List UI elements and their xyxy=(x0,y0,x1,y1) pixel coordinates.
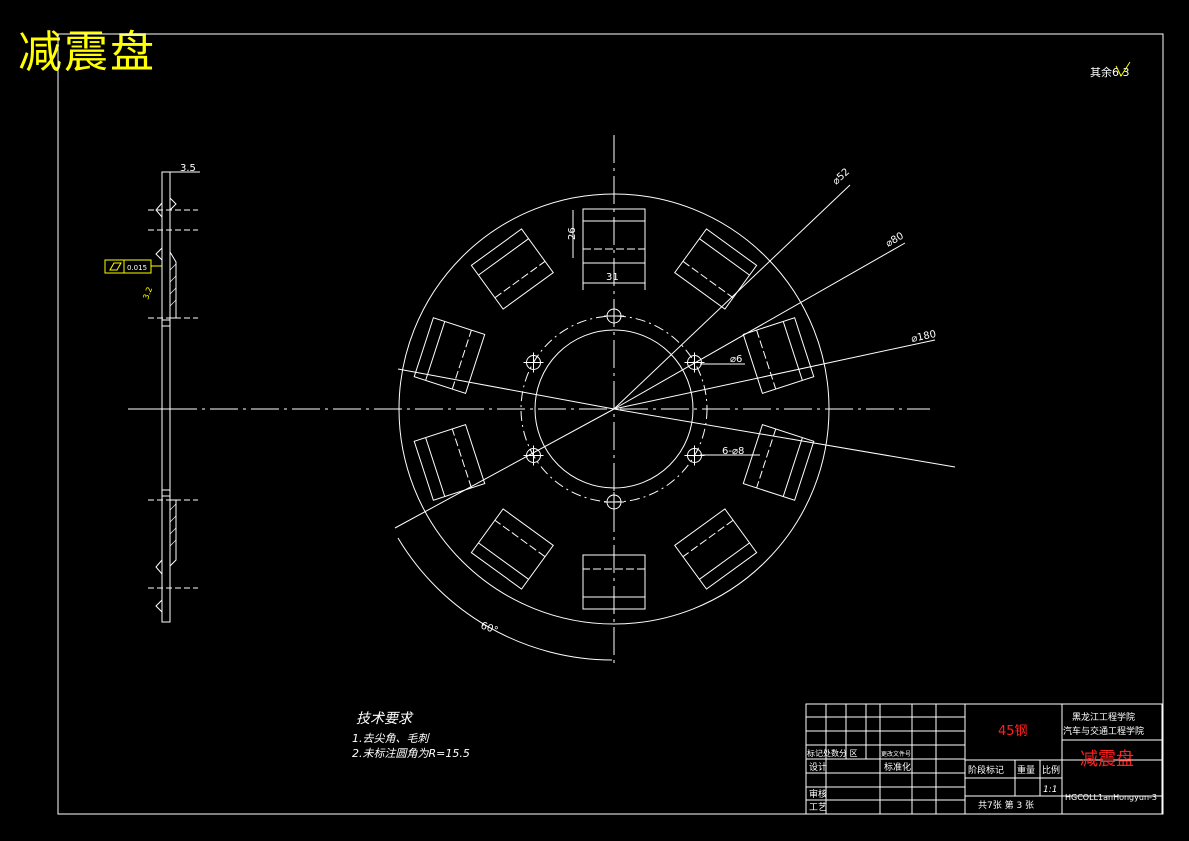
angle-arc xyxy=(397,537,613,661)
school-name-2: 汽车与交通工程学院 xyxy=(1063,725,1144,737)
dim-holes6: 6-⌀8 xyxy=(722,446,744,457)
flatness-tolerance: 0.015 3.2 xyxy=(104,259,162,301)
flatness-value: 0.015 xyxy=(127,264,147,272)
leader-d52 xyxy=(613,184,851,410)
spring-window xyxy=(413,424,486,501)
side-view xyxy=(128,171,200,623)
face-view-dimension-text: ⌀52 ⌀80 ⌀180 ⌀6 6-⌀8 26 31 60° xyxy=(479,167,937,637)
spring-window xyxy=(742,317,815,394)
stage-mark-label: 阶段标记 xyxy=(968,764,1004,776)
side-plate xyxy=(161,171,171,623)
dim-d180: ⌀180 xyxy=(910,329,937,345)
tech-line-2: 2.未标注圆角为R=15.5 xyxy=(352,747,470,760)
dim-d80: ⌀80 xyxy=(884,231,906,250)
sheet-border xyxy=(57,33,1164,815)
roughness-text: 其余6.3 xyxy=(1090,65,1130,79)
surface-roughness-note: 其余6.3 xyxy=(1090,61,1131,79)
spring-window xyxy=(742,424,815,501)
dim-angle: 60° xyxy=(479,620,499,636)
dim-d52: ⌀52 xyxy=(831,167,852,188)
leader-d217 xyxy=(613,408,956,468)
side-hatch xyxy=(169,263,177,547)
spring-window xyxy=(674,508,758,590)
leader-d180 xyxy=(613,339,936,410)
process-label: 工艺 xyxy=(809,802,827,813)
weight-label: 重量 xyxy=(1017,764,1035,776)
school-name-1: 黑龙江工程学院 xyxy=(1072,711,1135,723)
material-text: 45钢 xyxy=(998,724,1028,739)
outer-circle xyxy=(398,193,830,625)
spring-window xyxy=(470,228,554,310)
scale-label: 比例 xyxy=(1042,764,1060,776)
scale-value: 1:1 xyxy=(1043,785,1057,795)
drawing-number: HGCOLL1anHongyun-3 xyxy=(1065,793,1157,802)
spring-window xyxy=(470,508,554,590)
technical-requirements: 技术要求 1.去尖角、毛刺 2.未标注圆角为R=15.5 xyxy=(352,711,470,760)
drawing-title: 减震盘 xyxy=(18,27,156,78)
dim-thickness: 3.5 xyxy=(180,163,196,174)
inner-circle xyxy=(534,329,694,489)
spring-window xyxy=(582,554,646,610)
tech-heading: 技术要求 xyxy=(356,711,414,727)
part-name: 减震盘 xyxy=(1080,749,1134,770)
leader-left2 xyxy=(394,408,615,529)
review-label: 审核 xyxy=(809,788,827,800)
face-view xyxy=(128,135,956,665)
sheets-text: 共7张 第 3 张 xyxy=(978,799,1034,811)
side-roughness: 3.2 xyxy=(141,286,154,301)
change-doc: 更改文件号 xyxy=(881,750,911,758)
dim-hole: ⌀6 xyxy=(730,354,742,365)
leader-left1 xyxy=(397,368,615,410)
spring-window xyxy=(582,208,646,264)
dim-slot-width: 31 xyxy=(606,272,619,283)
title-block xyxy=(805,703,1163,815)
design-label: 设计 xyxy=(809,761,827,773)
spring-window xyxy=(413,317,486,394)
standard-label: 标准化 xyxy=(884,761,911,773)
spring-window xyxy=(674,228,758,310)
leader-d80 xyxy=(613,242,906,410)
tech-line-1: 1.去尖角、毛刺 xyxy=(352,732,430,745)
spring-windows xyxy=(413,208,815,610)
dim-slot-height: 26 xyxy=(567,227,578,240)
row-labels: 标记处数分 区 xyxy=(807,748,858,758)
title-block-text: 45钢 黑龙江工程学院 汽车与交通工程学院 减震盘 标记处数分 区 更改文件号 … xyxy=(807,711,1157,813)
